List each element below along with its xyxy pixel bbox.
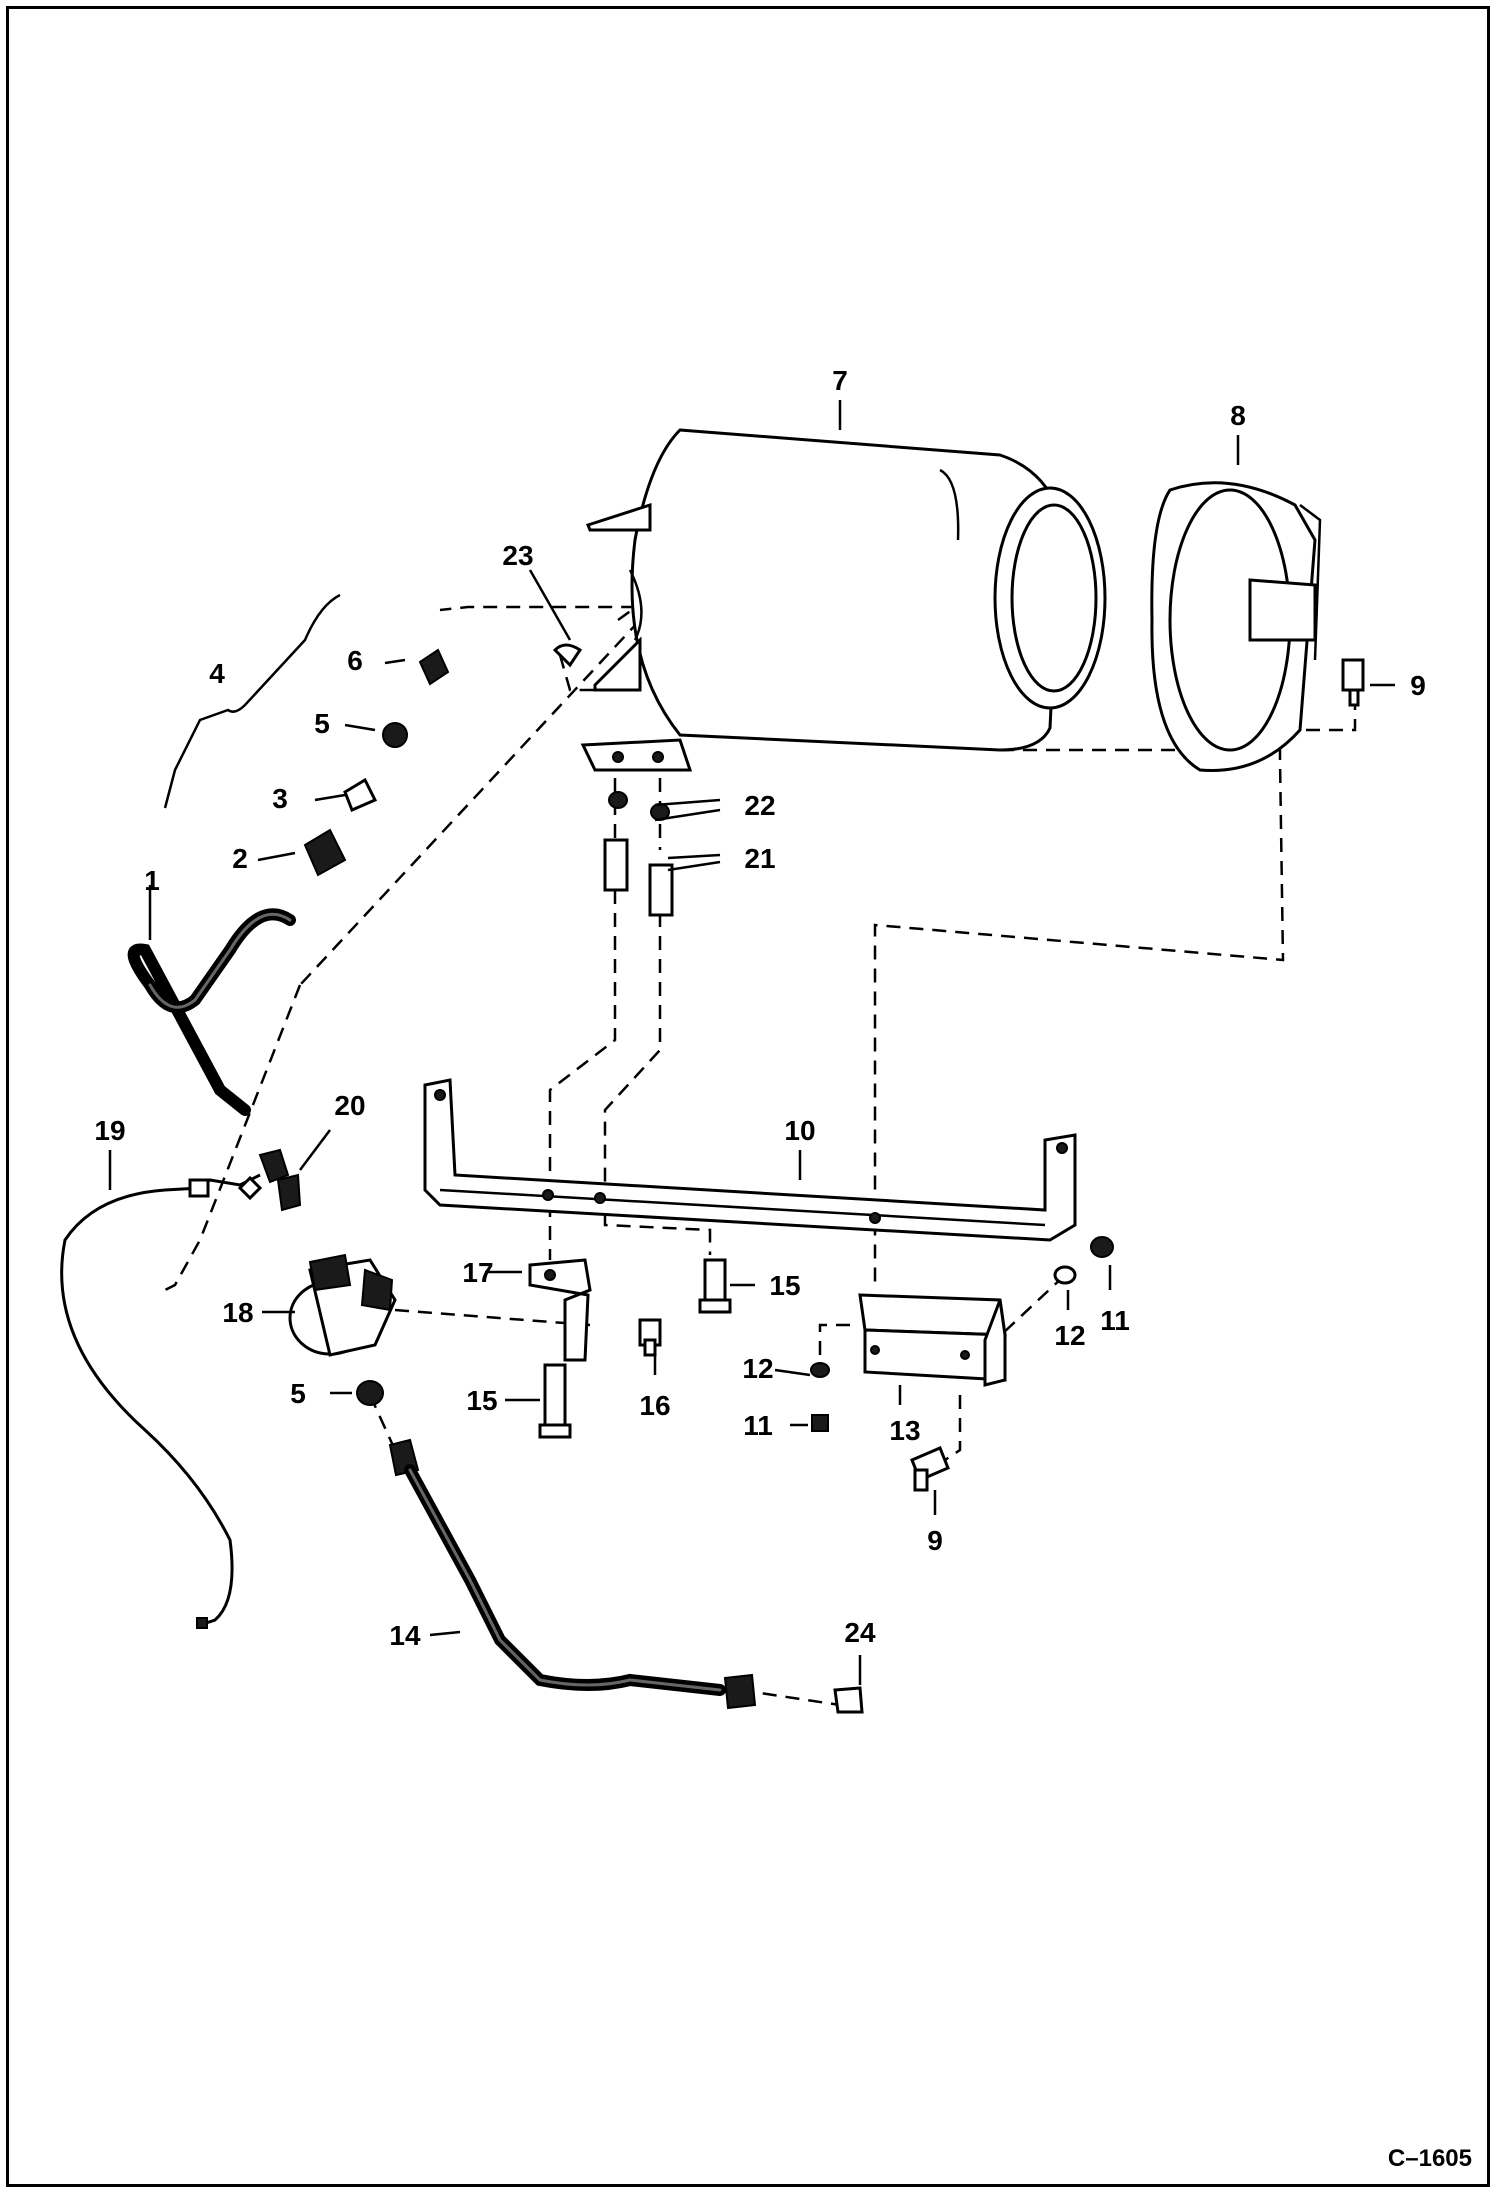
bracket-part-13 xyxy=(858,1293,1007,1387)
drawing-code: C–1605 xyxy=(1388,2145,1472,2172)
callout-3: 3 xyxy=(272,783,288,814)
callout-15-left: 15 xyxy=(466,1385,497,1416)
callout-17: 17 xyxy=(462,1257,493,1288)
callout-18: 18 xyxy=(222,1297,253,1328)
callout-5-bottom: 5 xyxy=(290,1378,306,1409)
callout-12-right: 12 xyxy=(1054,1320,1085,1351)
bolts-and-nuts xyxy=(538,1236,1114,1492)
callout-10: 10 xyxy=(784,1115,815,1146)
callout-5-top: 5 xyxy=(314,708,330,739)
callout-leaders xyxy=(108,400,1395,1685)
regulator-part-18 xyxy=(288,1253,397,1357)
callout-11-right: 11 xyxy=(1100,1305,1130,1336)
callout-labels: 1 2 3 4 5 5 6 7 8 9 9 10 11 11 12 12 13 … xyxy=(94,365,1472,2172)
callout-9-bottom: 9 xyxy=(927,1525,943,1556)
callout-13: 13 xyxy=(889,1415,920,1446)
fittings xyxy=(258,648,864,1714)
callout-12-left: 12 xyxy=(742,1353,773,1384)
callout-2: 2 xyxy=(232,843,248,874)
callout-7: 7 xyxy=(832,365,848,396)
fasteners-top xyxy=(552,643,1365,917)
callout-11-left: 11 xyxy=(743,1410,773,1441)
clamp-band-part-8 xyxy=(1150,481,1322,772)
callout-20: 20 xyxy=(334,1090,365,1121)
callout-15-right: 15 xyxy=(769,1270,800,1301)
callout-9-top: 9 xyxy=(1410,670,1426,701)
callout-16: 16 xyxy=(639,1390,670,1421)
callout-1: 1 xyxy=(144,865,160,896)
housing-part-7 xyxy=(580,428,1107,772)
callout-14: 14 xyxy=(389,1620,421,1651)
callout-8: 8 xyxy=(1230,400,1246,431)
bracket-part-10 xyxy=(423,1078,1077,1242)
hoses-and-wires xyxy=(60,908,726,1696)
callout-21: 21 xyxy=(744,843,775,874)
page-border xyxy=(6,6,1490,2187)
callout-23: 23 xyxy=(502,540,533,571)
callout-19: 19 xyxy=(94,1115,125,1146)
bracket-part-17 xyxy=(528,1258,592,1362)
callout-22: 22 xyxy=(744,790,775,821)
callout-6: 6 xyxy=(347,645,363,676)
assembly-lines xyxy=(164,605,1357,1707)
callout-4: 4 xyxy=(209,658,225,689)
callout-24: 24 xyxy=(844,1617,876,1648)
